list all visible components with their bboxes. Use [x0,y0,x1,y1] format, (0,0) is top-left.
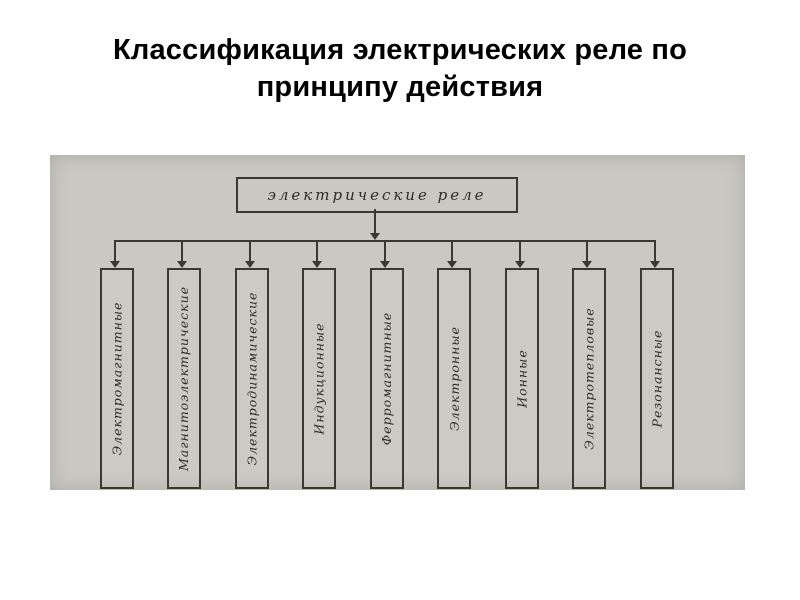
arrow-down-icon [515,261,525,268]
branch-electromagnetic: Электромагнитные [100,240,134,490]
branch-electrothermal: Электротепловые [572,240,606,490]
relay-type-label: Ферромагнитные [379,311,395,446]
relay-type-node: Ионные [505,268,539,489]
root-node-label: электрические реле [267,186,487,204]
branch-induction: Индукционные [302,240,336,490]
relay-type-label: Электротепловые [581,307,597,450]
connector-drop [654,240,656,263]
relay-type-label: Индукционные [311,322,327,435]
branch-electrodynamic: Электродинамические [235,240,269,490]
relay-type-label: Электродинамические [244,291,260,466]
connector-drop [519,240,521,263]
relay-type-node: Электродинамические [235,268,269,489]
arrow-down-icon [177,261,187,268]
relay-type-node: Электротепловые [572,268,606,489]
relay-type-node: Ферромагнитные [370,268,404,489]
arrow-down-icon [582,261,592,268]
connector-drop [316,240,318,263]
arrow-down-icon [110,261,120,268]
relay-classification-diagram: электрические реле Электромагнитные Магн… [50,155,745,490]
connector-drop [384,240,386,263]
connector-stem [374,209,376,235]
relay-type-node: Электронные [437,268,471,489]
arrow-down-icon [650,261,660,268]
branch-ferromagnetic: Ферромагнитные [370,240,404,490]
relay-type-label: Электромагнитные [109,301,125,456]
relay-type-node: Магнитоэлектрические [167,268,201,489]
connector-drop [114,240,116,263]
relay-type-node: Индукционные [302,268,336,489]
connector-drop [451,240,453,263]
branch-resonance: Резонансные [640,240,674,490]
connector-drop [249,240,251,263]
arrow-down-icon [447,261,457,268]
arrow-down-icon [370,233,380,240]
arrow-down-icon [312,261,322,268]
branch-ionic: Ионные [505,240,539,490]
connector-drop [586,240,588,263]
arrow-down-icon [245,261,255,268]
connector-drop [181,240,183,263]
relay-type-label: Ионные [514,349,530,408]
root-node: электрические реле [236,177,518,213]
slide-title: Классификация электрических реле по прин… [112,34,688,104]
branch-electronic: Электронные [437,240,471,490]
relay-type-label: Магнитоэлектрические [176,285,192,472]
arrow-down-icon [380,261,390,268]
relay-type-label: Электронные [446,326,462,431]
relay-type-node: Резонансные [640,268,674,489]
relay-type-label: Резонансные [649,329,665,428]
relay-type-node: Электромагнитные [100,268,134,489]
branch-magnetoelectric: Магнитоэлектрические [167,240,201,490]
